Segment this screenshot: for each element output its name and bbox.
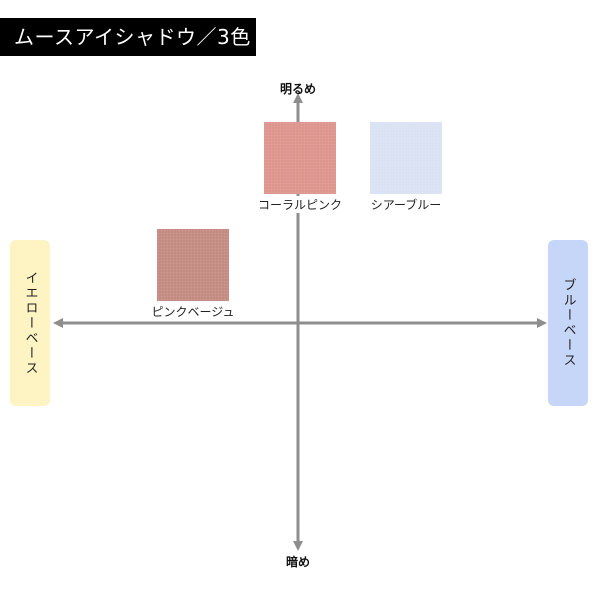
yellow-base-label: イエローベース bbox=[22, 270, 38, 376]
swatch-sheer-blue bbox=[370, 122, 442, 194]
title-banner: ムースアイシャドウ／3色 bbox=[0, 18, 256, 56]
swatch-label-pink-beige: ピンクベージュ bbox=[149, 303, 237, 320]
swatch-pink-beige bbox=[157, 229, 229, 301]
blue-base-label: ブルーベース bbox=[560, 278, 576, 368]
swatch-label-coral-pink: コーラルピンク bbox=[255, 196, 345, 213]
swatch-coral-pink bbox=[264, 122, 336, 194]
yellow-base-box: イエローベース bbox=[10, 240, 50, 406]
blue-base-box: ブルーベース bbox=[548, 240, 588, 406]
axis-label-bottom: 暗め bbox=[285, 555, 311, 569]
page-title: ムースアイシャドウ／3色 bbox=[14, 25, 251, 49]
swatch-label-sheer-blue: シアーブルー bbox=[368, 196, 444, 213]
axis-label-top: 明るめ bbox=[279, 82, 317, 96]
